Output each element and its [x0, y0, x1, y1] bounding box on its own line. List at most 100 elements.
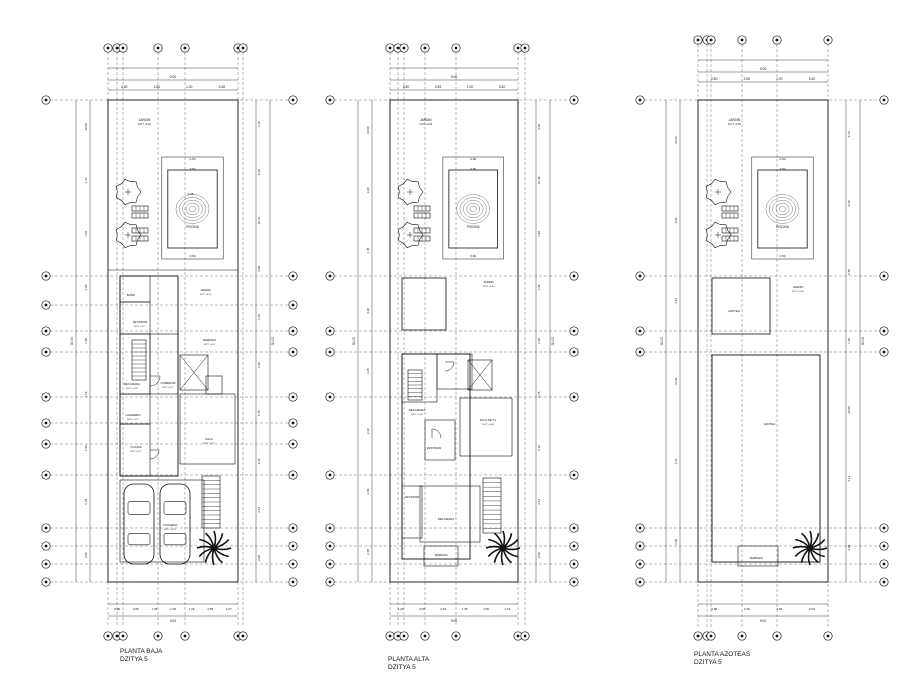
dim-left-segment: 2.10	[366, 428, 370, 434]
grid-bubble-dot	[638, 98, 642, 102]
dim-right-segment: 2.13	[537, 498, 541, 504]
dim-left-segment: 1.45	[366, 247, 370, 253]
dim-top-total: 9.00	[451, 75, 458, 79]
grid-bubble-dot	[882, 350, 886, 354]
grid-bubble-dot	[882, 544, 886, 548]
dim-pool: 3.50	[190, 167, 196, 171]
dim-left-segment: 10.60	[84, 123, 88, 131]
closet	[119, 301, 151, 335]
dim-bottom-segment: 1.05	[483, 607, 489, 611]
dim-bottom-segment: 2.65	[133, 607, 139, 611]
grid-bubble-dot	[44, 395, 48, 399]
grid-bubble-dot	[106, 46, 110, 50]
pool-ripple	[179, 197, 206, 221]
room-name: SALA	[205, 437, 212, 441]
pool-ripple	[779, 205, 787, 213]
room-level: N.P.T +0.17	[127, 419, 139, 421]
grid-bubble-dot	[115, 46, 119, 50]
grid-bubble-dot	[423, 634, 427, 638]
grid-bubble-dot	[291, 395, 295, 399]
grid-bubble-dot	[291, 473, 295, 477]
grid-bubble-dot	[882, 329, 886, 333]
grid-bubble-dot	[291, 350, 295, 354]
room-name: PISCINA	[776, 225, 790, 229]
room-level: N.P.T +0.00	[164, 529, 176, 531]
room-name: COCINA	[130, 445, 141, 449]
dim-left-segment: 3.20	[674, 217, 678, 223]
grid-bubble-dot	[115, 634, 119, 638]
room-name: JARDIN	[729, 118, 741, 122]
palm-trunk	[211, 545, 217, 551]
grid-bubble-dot	[709, 38, 713, 42]
room-name: AZOTEA	[728, 309, 740, 313]
dim-top-segment: 2.65	[154, 85, 160, 89]
grid-bubble-dot	[328, 350, 332, 354]
door-swing	[431, 428, 442, 439]
dim-left-segment: 1.48	[84, 338, 88, 344]
lot-boundary	[389, 99, 519, 583]
room-name: RECAMARA	[438, 517, 454, 521]
grid-bubble-dot	[882, 274, 886, 278]
grid-bubble-dot	[328, 473, 332, 477]
grid-bubble-dot	[44, 98, 48, 102]
dim-pool: 0.60	[470, 254, 476, 258]
grid-bubble-dot	[882, 526, 886, 530]
tree-outline	[705, 221, 732, 249]
dim-left-total: 30.00	[660, 337, 664, 346]
tree-outline	[115, 178, 142, 206]
dim-bottom-segment: 0.80	[114, 607, 120, 611]
room-name: PISCINA	[186, 225, 200, 229]
tree-outline	[397, 178, 424, 206]
pool-ripple	[459, 197, 487, 221]
dim-left-total: 30.00	[70, 337, 74, 346]
room-level: N.P.T +0.00	[138, 123, 151, 126]
void-diagonal	[467, 359, 493, 391]
grid-bubble-dot	[775, 634, 779, 638]
grid-bubble-dot	[423, 46, 427, 50]
tv-room	[459, 397, 513, 457]
dim-top-segment: 3.40	[499, 85, 505, 89]
dim-left-segment: 2.08	[84, 552, 88, 558]
caption-subtitle: DZITYA 5	[120, 656, 148, 663]
grid-bubble-dot	[328, 544, 332, 548]
room-level: N.P.T +0.00	[792, 291, 804, 293]
dim-right-segment: 3.10	[847, 131, 851, 137]
door-swing	[444, 361, 455, 372]
dim-top-total: 9.00	[760, 67, 767, 71]
dim-bottom-segment: 4.05	[419, 607, 425, 611]
dim-right-segment: 2.15	[257, 458, 261, 464]
bedroom-2	[419, 485, 481, 543]
dim-right-total: 30.00	[861, 337, 865, 346]
bathroom	[119, 275, 151, 303]
dim-right-segment: 6.75	[257, 410, 261, 416]
room-name: JARDIN	[420, 118, 432, 122]
dim-right-segment: 6.48	[537, 231, 541, 237]
dim-right-segment: 2.40	[257, 362, 261, 368]
dim-pool: 5.05	[188, 192, 194, 196]
room-name: AZOTEA	[764, 422, 776, 426]
grid-bubble-dot	[638, 562, 642, 566]
dim-left-segment: 2.08	[674, 539, 678, 545]
grid-bubble-dot	[328, 274, 332, 278]
dim-right-segment: 1.45	[537, 284, 541, 290]
dim-bottom-segment: 1.16	[189, 607, 195, 611]
dim-bottom-segment: 2.23	[809, 607, 815, 611]
room-name: SALA DE TV	[480, 418, 497, 422]
room-name: PISCINA	[467, 225, 481, 229]
dim-right-segment: 2.13	[257, 506, 261, 512]
car-windshield	[163, 501, 187, 515]
grid-bubble-dot	[328, 98, 332, 102]
dim-left-segment: 2.08	[366, 549, 370, 555]
dim-bottom-total: 9.00	[170, 619, 176, 623]
car-outline	[159, 483, 191, 565]
room-name: VESTIDOR	[427, 446, 442, 450]
dim-left-segment: 6.05	[84, 284, 88, 290]
tree-outline	[705, 178, 732, 206]
grid-bubble-dot	[291, 274, 295, 278]
dim-right-segment: 6.48	[847, 269, 851, 275]
grid-bubble-dot	[44, 473, 48, 477]
grid-bubble-dot	[402, 46, 406, 50]
grid-bubble-dot	[44, 580, 48, 584]
